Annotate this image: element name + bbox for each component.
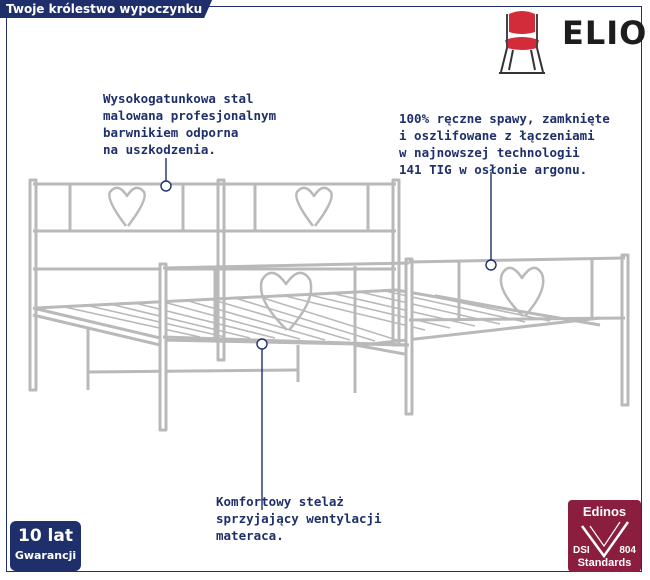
annotation-steel: Wysokogatunkowa stal malowana profesjona… — [103, 91, 277, 157]
certificate-right-text: 804 — [619, 545, 636, 556]
page-title: Twoje królestwo wypoczynku — [0, 0, 212, 18]
annotation-slats: Komfortowy stelaż sprzyjający wentylacji… — [216, 494, 382, 543]
warranty-label: Gwarancji — [14, 549, 77, 562]
content-frame — [6, 6, 642, 572]
chair-icon — [499, 11, 545, 74]
certificate-brand: Edinos — [582, 504, 627, 519]
warranty-badge: 10 lat Gwarancji — [10, 521, 81, 571]
brand-logo-text: ELIOR — [562, 14, 650, 52]
certificate-badge: Edinos DSI 804 Standards — [568, 500, 641, 572]
warranty-years: 10 lat — [17, 526, 73, 546]
certificate-left-text: DSI — [573, 545, 590, 556]
certificate-footer: Standards — [577, 557, 632, 569]
certificate-check-icon — [580, 521, 630, 559]
annotation-welds: 100% ręczne spawy, zamknięte i oszlifowa… — [399, 111, 610, 177]
